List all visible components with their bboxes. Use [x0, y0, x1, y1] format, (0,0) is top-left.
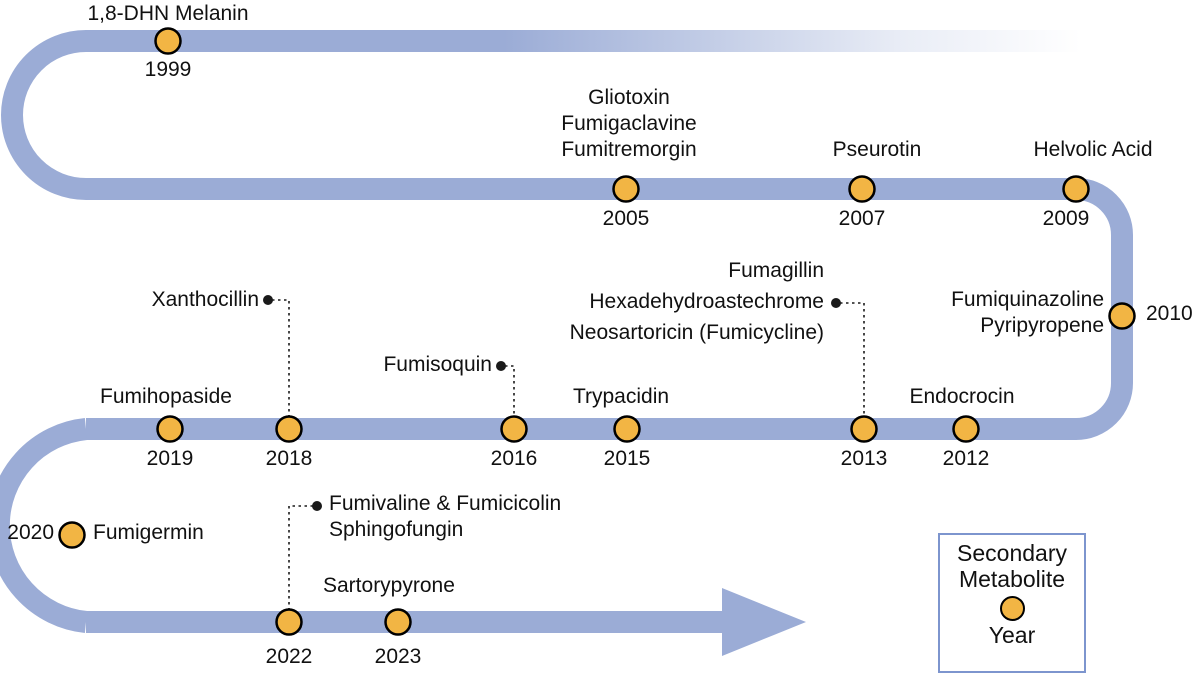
legend-year-label: Year [988, 621, 1036, 648]
metabolite-label-2013-line2: Hexadehydroastechrome [589, 290, 824, 313]
metabolite-label-2022-line2: Sphingofungin [329, 518, 464, 541]
legend-title-line1: Secondary [957, 540, 1067, 566]
metabolite-label-2010-line2: Pyripyropene [980, 314, 1104, 337]
timeline-node-2007[interactable] [848, 175, 876, 203]
timeline-node-1999[interactable] [154, 27, 182, 55]
ribbon-curve-right-lower [86, 382, 1133, 440]
metabolite-label-2023: Sartorypyrone [323, 574, 455, 597]
ribbon-segment-row1 [86, 30, 1081, 52]
metabolite-label-2005-line2: Fumigaclavine [561, 112, 697, 135]
year-label-2010: 2010 [1146, 302, 1193, 325]
legend-box: Secondary Metabolite Year [938, 533, 1086, 673]
metabolite-label-2005-line1: Gliotoxin [588, 86, 670, 109]
leader-line-2013 [831, 298, 865, 429]
metabolite-label-2013-line1: Fumagillin [728, 259, 824, 282]
year-label-2005: 2005 [602, 207, 650, 230]
timeline-node-2016[interactable] [500, 415, 528, 443]
year-label-2022: 2022 [265, 645, 313, 668]
year-label-2016: 2016 [490, 447, 538, 470]
timeline-node-2005[interactable] [612, 175, 640, 203]
metabolite-label-2018: Xanthocillin [151, 288, 259, 311]
metabolite-label-2005-line3: Fumitremorgin [561, 138, 697, 161]
year-label-2020: 2020 [7, 521, 54, 544]
ribbon-curve-bottom-left [0, 418, 88, 633]
timeline-node-2020[interactable] [58, 521, 86, 549]
year-label-2019: 2019 [146, 447, 194, 470]
metabolite-label-2019: Fumihopaside [100, 385, 232, 408]
leader-line-2018 [263, 295, 290, 429]
timeline-node-2022[interactable] [275, 608, 303, 636]
metabolite-label-2016: Fumisoquin [383, 353, 492, 376]
timeline-node-2018[interactable] [275, 415, 303, 443]
timeline-node-2012[interactable] [952, 415, 980, 443]
year-label-2013: 2013 [840, 447, 888, 470]
ribbon-curve-top-left [1, 30, 87, 200]
metabolite-label-2010-line1: Fumiquinazoline [951, 288, 1104, 311]
year-label-1999: 1999 [144, 58, 192, 81]
metabolite-label-2015: Trypacidin [572, 385, 670, 408]
year-label-2012: 2012 [942, 447, 990, 470]
metabolite-label-1999: 1,8-DHN Melanin [87, 2, 249, 25]
timeline-node-2019[interactable] [156, 415, 184, 443]
timeline-node-2023[interactable] [384, 608, 412, 636]
leader-line-2022 [288, 501, 322, 622]
legend-node-icon [999, 595, 1025, 621]
metabolite-label-2013-line3: Neosartoricin (Fumicycline) [569, 321, 824, 344]
year-label-2009: 2009 [1042, 207, 1090, 230]
metabolite-label-2007: Pseurotin [832, 138, 922, 161]
metabolite-label-2022-line1: Fumivaline & Fumicicolin [329, 492, 562, 515]
timeline-node-2013[interactable] [850, 415, 878, 443]
timeline-arrow-head [722, 588, 806, 656]
year-label-2007: 2007 [838, 207, 886, 230]
year-label-2018: 2018 [265, 447, 313, 470]
metabolite-label-2009: Helvolic Acid [1033, 138, 1153, 161]
metabolite-label-2020: Fumigermin [93, 521, 204, 544]
metabolite-label-2012: Endocrocin [909, 385, 1015, 408]
year-label-2015: 2015 [603, 447, 651, 470]
timeline-node-2015[interactable] [613, 415, 641, 443]
year-label-2023: 2023 [374, 645, 422, 668]
leader-line-2016 [496, 361, 515, 429]
legend-title-line2: Metabolite [958, 565, 1066, 592]
timeline-node-2010[interactable] [1108, 302, 1136, 330]
timeline-node-2009[interactable] [1062, 175, 1090, 203]
